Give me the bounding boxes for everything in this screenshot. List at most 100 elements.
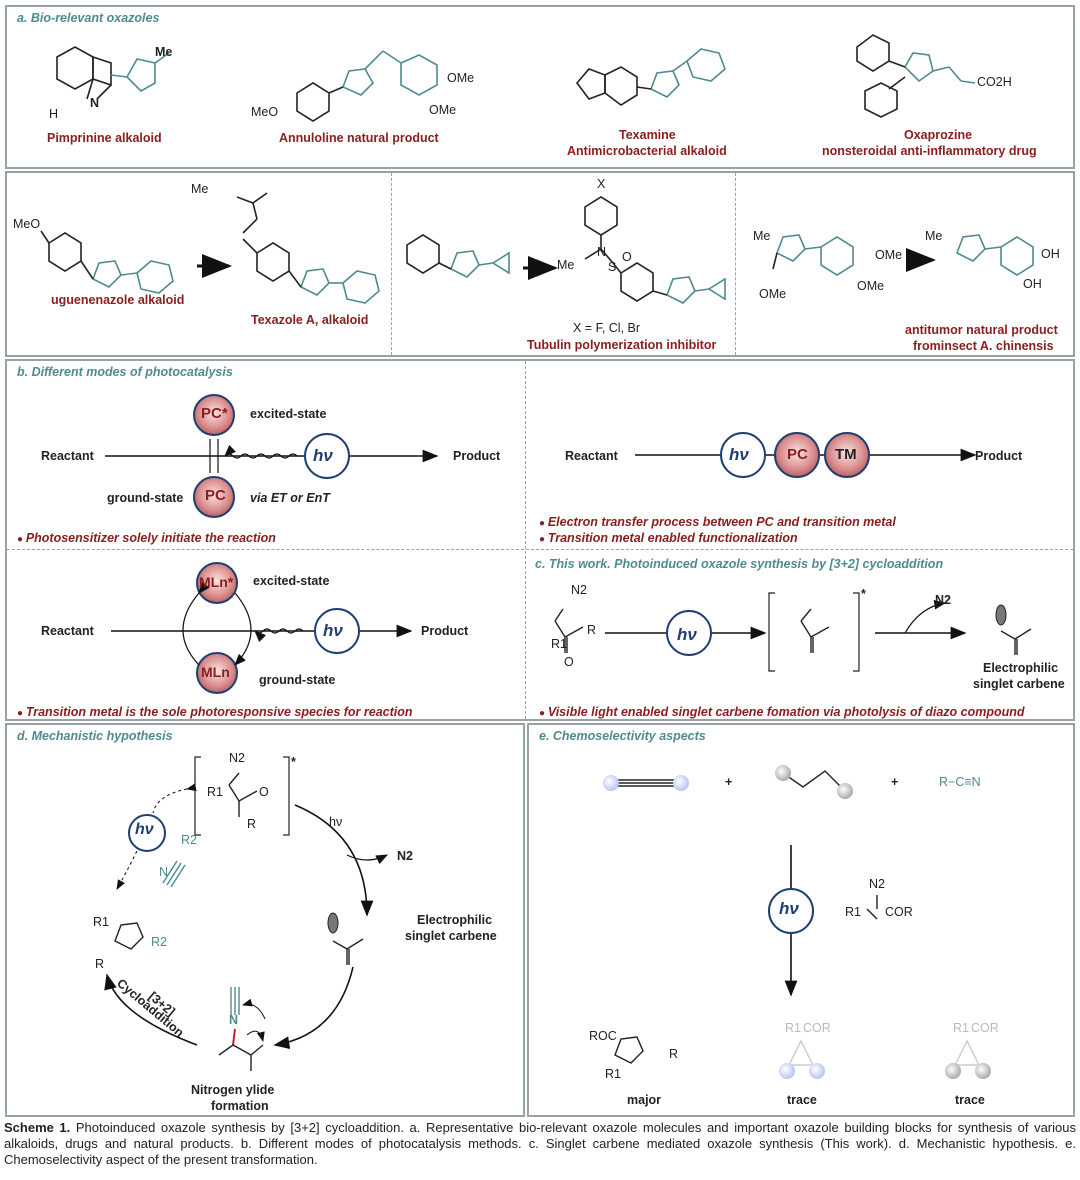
- panel-b: b. Different modes of photocatalysis Rea…: [5, 359, 1075, 721]
- caption-lead: Scheme 1.: [4, 1120, 71, 1135]
- antitumor-ome-2: OMe: [857, 279, 885, 293]
- mode1-reactant: Reactant: [41, 449, 94, 463]
- e-trace1-label: trace: [787, 1093, 817, 1107]
- tubulin-n: N: [597, 245, 607, 259]
- oxaprozine-co2h: CO2H: [977, 75, 1012, 89]
- c-diazo-r1: R1: [551, 637, 567, 651]
- texazole-structure: [236, 192, 380, 304]
- e-nitrile: R−C≡N: [939, 775, 981, 789]
- e-major-roc: ROC: [589, 1029, 617, 1043]
- c-carbene-2: singlet carbene: [973, 677, 1065, 691]
- arrow-3: [906, 248, 936, 272]
- mode1-hv: hν: [313, 446, 333, 465]
- pimprinine-me: Me: [155, 45, 173, 59]
- arrow-2: [523, 256, 558, 280]
- panel-a-title: a. Bio-relevant oxazoles: [17, 11, 160, 25]
- e-plus-1: +: [725, 775, 733, 789]
- c-diazo-o: O: [564, 655, 574, 669]
- mode1-diagram: [105, 394, 439, 518]
- mode2-diagram: [635, 432, 977, 478]
- d-diazo-o: O: [259, 785, 269, 799]
- c-carbene-1: Electrophilic: [983, 661, 1059, 675]
- c-hv: hν: [677, 625, 697, 644]
- mode3-bullet: Transition metal is the sole photorespon…: [17, 705, 413, 719]
- mode2-bullet-1: Electron transfer process between PC and…: [539, 515, 896, 529]
- panel-e-title: e. Chemoselectivity aspects: [539, 729, 706, 743]
- panel-d-cycle: [104, 756, 389, 1071]
- mode2-product: Product: [975, 449, 1023, 463]
- divider-2: [735, 173, 736, 355]
- annuloline-ome-1: OMe: [447, 71, 475, 85]
- pimprinine-structure: [56, 46, 170, 100]
- e-plus-2: +: [891, 775, 899, 789]
- uguenenazole-structure: [40, 230, 174, 294]
- e-diazo-r1: R1: [845, 905, 861, 919]
- mode3-product: Product: [421, 624, 469, 638]
- antitumor-product-structure: [955, 234, 1034, 276]
- oxaprozine-structure: [856, 34, 976, 118]
- e-major-r: R: [669, 1047, 679, 1061]
- d-diazo-r: R: [247, 817, 257, 831]
- antitumor-label: antitumor natural product: [905, 323, 1058, 337]
- mode2-reactant: Reactant: [565, 449, 618, 463]
- e-trace2-label: trace: [955, 1093, 985, 1107]
- tubulin-x: X: [597, 177, 606, 191]
- e-major-r1: R1: [605, 1067, 621, 1081]
- texamine-sub: Antimicrobacterial alkaloid: [567, 144, 727, 158]
- mode2-pc: PC: [787, 446, 808, 463]
- pimprinine-label: Pimprinine alkaloid: [47, 131, 162, 145]
- d-star: *: [291, 755, 296, 769]
- panel-e-diagram: [603, 765, 991, 1079]
- mode3-ground: ground-state: [259, 673, 336, 687]
- d-diazo-n2: N2: [229, 751, 245, 765]
- mode3-mln: MLn: [201, 664, 230, 680]
- mode1-excited: excited-state: [250, 407, 327, 421]
- mode3-diagram: [111, 562, 413, 694]
- uguenenazole-label: uguenenazole alkaloid: [51, 293, 185, 307]
- d-nitrile-n: N: [159, 865, 169, 879]
- pimprinine-n: N: [90, 96, 100, 110]
- tubulin-me: Me: [557, 258, 575, 272]
- d-ox-r2: R2: [151, 935, 167, 949]
- annuloline-meo: MeO: [251, 105, 279, 119]
- d-hv: hν: [135, 821, 154, 838]
- oxaprozine-label: Oxaprozine: [904, 128, 973, 142]
- annuloline-structure: [296, 50, 438, 122]
- mode3-hv: hν: [323, 621, 343, 640]
- mode3-excited: excited-state: [253, 574, 330, 588]
- d-ox-r: R: [95, 957, 105, 971]
- caption-text: Photoinduced oxazole synthesis by [3+2] …: [4, 1120, 1076, 1167]
- e-hv: hν: [779, 899, 799, 918]
- texamine-structure: [575, 48, 726, 106]
- tubulin-product-structure: [584, 196, 726, 304]
- oxaprozine-sub: nonsteroidal anti-inflammatory drug: [822, 144, 1037, 158]
- d-ox-r1: R1: [93, 915, 109, 929]
- tubulin-o: O: [622, 250, 632, 264]
- e-trace2-r1: R1: [953, 1021, 969, 1035]
- mode1-product: Product: [453, 449, 501, 463]
- uguenenazole-meo: MeO: [13, 217, 41, 231]
- panel-a2: MeO uguenenazole alkaloid Me Texazole A,…: [5, 171, 1075, 357]
- e-major-label: major: [627, 1093, 662, 1107]
- e-diazo-cor: COR: [885, 905, 913, 919]
- panel-d-title: d. Mechanistic hypothesis: [17, 729, 173, 743]
- mode1-bullet: Photosensitizer solely initiate the reac…: [17, 531, 276, 545]
- c-star: *: [861, 587, 866, 601]
- panel-e: e. Chemoselectivity aspects + + R−C≡N hν…: [527, 723, 1075, 1117]
- texamine-label: Texamine: [619, 128, 676, 142]
- mode1-via: via ET or EnT: [250, 491, 330, 505]
- tubulin-label: Tubulin polymerization inhibitor: [527, 338, 717, 352]
- c-bullet: Visible light enabled singlet carbene fo…: [539, 705, 1025, 719]
- antitumor-oh-1: OH: [1041, 247, 1060, 261]
- divider-b-v: [525, 361, 526, 719]
- texazole-me: Me: [191, 182, 209, 196]
- tubulin-start-structure: [406, 234, 510, 278]
- d-n2: N2: [397, 849, 413, 863]
- arrow-1: [197, 254, 232, 278]
- panel-c-title: c. This work. Photoinduced oxazole synth…: [535, 557, 944, 571]
- antitumor-ome-1: OMe: [875, 248, 903, 262]
- panel-d: d. Mechanistic hypothesis N2 R: [5, 723, 525, 1117]
- divider-b-h: [7, 549, 1073, 550]
- antitumor-ome-3: OMe: [759, 287, 787, 301]
- mode3-reactant: Reactant: [41, 624, 94, 638]
